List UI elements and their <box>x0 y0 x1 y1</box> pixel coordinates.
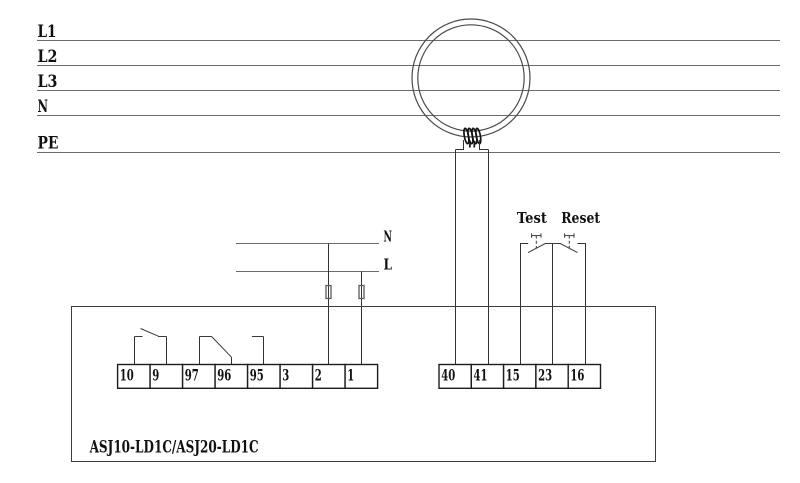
device-outline <box>71 306 656 462</box>
terminal-label: 9 <box>152 365 159 384</box>
test-button-label: Test <box>517 210 547 227</box>
device-model-label: ASJ10-LD1C/ASJ20-LD1C <box>89 437 259 456</box>
terminal-cell-96: 96 <box>214 363 249 389</box>
wire-terminal-15 <box>520 243 529 365</box>
test-button-actuator <box>531 233 542 249</box>
terminal-label: 23 <box>538 365 552 384</box>
aux-label-N: N <box>384 228 393 246</box>
power-line-label-L1: L1 <box>38 22 57 42</box>
reset-button-label: Reset <box>561 210 600 227</box>
power-line-label-PE: PE <box>38 134 59 154</box>
relay-contact-97-96-95 <box>199 336 264 365</box>
aux-label-L: L <box>384 256 393 274</box>
terminal-label: 40 <box>441 365 455 384</box>
terminal-cell-16: 16 <box>567 363 602 389</box>
power-lines: L1 L2 L3 N PE <box>37 22 780 154</box>
terminal-label: 10 <box>120 365 134 384</box>
terminal-cell-97: 97 <box>181 363 216 389</box>
terminal-label: 2 <box>315 365 322 384</box>
terminal-cell-23: 23 <box>535 363 569 389</box>
aux-supply: N L <box>236 228 392 365</box>
terminal-cell-15: 15 <box>502 363 537 389</box>
terminal-cell-95: 95 <box>246 363 281 389</box>
power-line-label-L3: L3 <box>38 72 58 92</box>
test-reset-buttons: Test Reset <box>517 210 600 365</box>
reset-button-actuator <box>564 233 575 249</box>
fuse-N <box>325 284 332 300</box>
terminal-cell-2: 2 <box>311 363 346 389</box>
power-line-label-L2: L2 <box>38 47 58 67</box>
wire-terminal-16 <box>577 243 586 365</box>
terminal-cell-1: 1 <box>344 363 379 389</box>
terminal-cell-3: 3 <box>279 363 314 389</box>
terminal-cell-41: 41 <box>470 363 505 389</box>
terminal-label: 1 <box>347 365 354 384</box>
terminal-cell-10: 10 <box>116 363 151 389</box>
ct-lead-step <box>455 140 489 150</box>
terminal-label: 97 <box>185 365 199 384</box>
terminal-label: 3 <box>282 365 289 384</box>
terminal-label: 41 <box>474 365 488 384</box>
terminal-label: 96 <box>217 365 231 384</box>
ct-ring-outer <box>411 18 531 138</box>
terminal-strip-left: 10 9 97 96 95 3 2 1 <box>116 363 379 389</box>
fuse-L <box>358 284 365 300</box>
terminal-label: 15 <box>506 365 520 384</box>
terminal-label: 95 <box>250 365 264 384</box>
terminal-label: 16 <box>570 365 584 384</box>
current-transformer <box>411 18 531 365</box>
terminal-cell-9: 9 <box>149 363 184 389</box>
terminal-cell-40: 40 <box>438 363 472 389</box>
relay-contact-10-9 <box>134 328 167 365</box>
power-line-label-N: N <box>38 97 49 117</box>
terminal-strip-right: 40 41 15 23 16 <box>438 363 602 389</box>
ct-secondary-coil <box>463 127 482 148</box>
